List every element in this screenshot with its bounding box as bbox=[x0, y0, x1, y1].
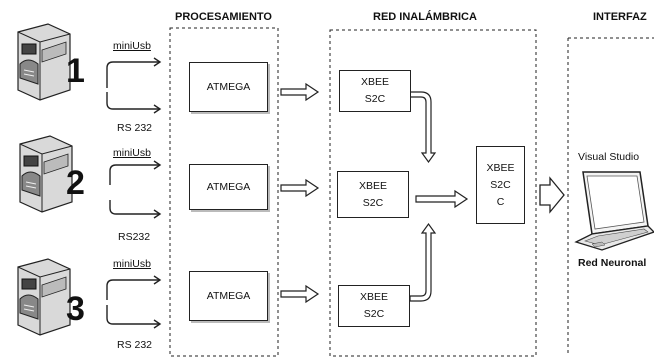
money-counter-3 bbox=[10, 255, 102, 337]
hollow-arrow-3 bbox=[280, 284, 320, 304]
atmega-label: ATMEGA bbox=[206, 289, 251, 302]
xbee-box-3: XBEE S2C bbox=[338, 285, 410, 327]
xbee-model: S2C bbox=[364, 93, 386, 105]
miniusb-label-1: miniUsb bbox=[113, 40, 151, 52]
bent-arrow-down bbox=[409, 91, 437, 164]
coordinator-role: C bbox=[496, 195, 505, 208]
rs232-label-3: RS 232 bbox=[117, 339, 153, 351]
header-procesamiento: PROCESAMIENTO bbox=[175, 11, 272, 23]
device-3-arrows bbox=[106, 275, 162, 329]
xbee-label: XBEE bbox=[359, 291, 388, 303]
procesamiento-frame bbox=[169, 27, 279, 357]
device-1-arrows bbox=[106, 57, 162, 114]
xbee-box-2: XBEE S2C bbox=[337, 171, 409, 218]
laptop-icon bbox=[574, 171, 654, 251]
xbee-model: S2C bbox=[363, 308, 385, 320]
miniusb-label-2: miniUsb bbox=[113, 147, 151, 159]
money-counter-icon bbox=[19, 135, 73, 213]
atmega-box-1: ATMEGA bbox=[189, 62, 268, 112]
device-number-1: 1 bbox=[66, 52, 85, 90]
xbee-label: XBEE bbox=[360, 76, 389, 88]
visual-studio-label: Visual Studio bbox=[578, 151, 640, 163]
coordinator-label: XBEE bbox=[486, 161, 515, 174]
money-counter-icon bbox=[17, 258, 71, 336]
atmega-label: ATMEGA bbox=[206, 80, 251, 93]
hollow-arrow-big bbox=[539, 176, 565, 214]
money-counter-icon bbox=[17, 23, 71, 101]
header-red-inalambrica: RED INALÁMBRICA bbox=[373, 11, 477, 23]
header-interfaz: INTERFAZ bbox=[593, 11, 647, 23]
hollow-arrow-mid bbox=[415, 189, 469, 209]
device-number-3: 3 bbox=[66, 290, 85, 328]
bent-arrow-up bbox=[409, 222, 437, 302]
device-number-2: 2 bbox=[66, 164, 85, 202]
rs232-label-2: RS232 bbox=[118, 231, 151, 243]
xbee-model: S2C bbox=[362, 196, 384, 209]
hollow-arrow-2 bbox=[280, 178, 320, 198]
interfaz-frame bbox=[567, 37, 654, 356]
rs232-label-1: RS 232 bbox=[117, 122, 153, 134]
device-2-arrows bbox=[109, 160, 162, 219]
red-frame bbox=[329, 29, 537, 357]
hollow-arrow-1 bbox=[280, 82, 320, 102]
money-counter-1 bbox=[10, 20, 102, 102]
atmega-box-3: ATMEGA bbox=[189, 271, 268, 321]
miniusb-label-3: miniUsb bbox=[113, 258, 151, 270]
coordinator-model: S2C bbox=[490, 178, 511, 191]
xbee-coordinator-box: XBEE S2C C bbox=[476, 146, 525, 224]
money-counter-2 bbox=[12, 132, 104, 214]
xbee-label: XBEE bbox=[358, 179, 387, 192]
atmega-box-2: ATMEGA bbox=[189, 164, 268, 210]
red-neuronal-label: Red Neuronal bbox=[578, 257, 647, 269]
xbee-box-1: XBEE S2C bbox=[339, 70, 411, 112]
atmega-label: ATMEGA bbox=[206, 180, 251, 193]
